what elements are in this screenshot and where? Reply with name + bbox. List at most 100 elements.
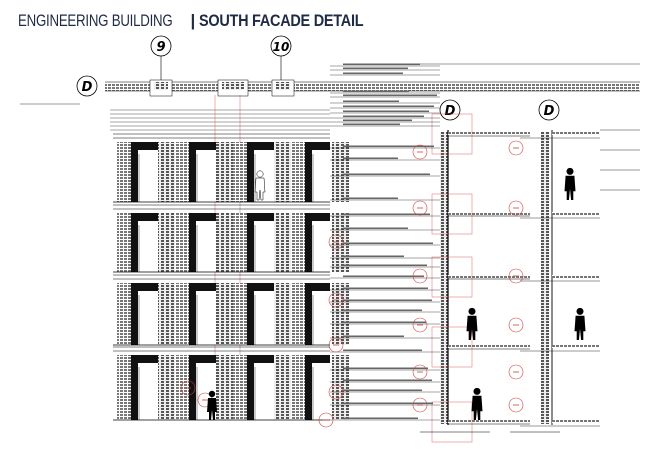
annotation-text <box>343 389 422 392</box>
plan-column-hatch <box>276 82 290 90</box>
annotation-text <box>343 94 437 97</box>
window-opening <box>254 363 274 420</box>
pier <box>247 283 254 345</box>
window-opening <box>138 150 158 202</box>
window-opening <box>254 221 274 272</box>
brick-panel <box>175 142 189 202</box>
detail-callout-circle <box>508 200 524 216</box>
brick-panel <box>332 142 349 202</box>
section-b-slab <box>448 275 530 278</box>
brick-panel <box>274 213 291 272</box>
annotation-text <box>343 309 422 312</box>
pier <box>247 213 254 272</box>
brick-panel <box>175 213 189 272</box>
brick-panel <box>158 283 175 345</box>
window-opening <box>312 291 332 345</box>
section-b-slab <box>448 345 530 348</box>
pier <box>189 213 196 272</box>
grid-label-d: D <box>544 104 555 119</box>
person-silhouette <box>466 307 478 340</box>
annotation-text <box>343 367 428 370</box>
detail-callout-circle <box>412 317 428 333</box>
brick-panel <box>291 355 305 420</box>
pier <box>305 142 312 202</box>
grid-bubble-d-section-c: D <box>538 99 560 121</box>
annotation-text <box>343 349 422 352</box>
detail-callout-circle <box>412 397 428 413</box>
annotation-text <box>343 299 432 302</box>
annotation-text <box>343 321 426 324</box>
pier <box>131 142 138 202</box>
pier <box>131 213 138 272</box>
building-name: ENGINEERING BUILDING <box>18 11 173 30</box>
brick-panel <box>332 283 349 345</box>
pier <box>189 142 196 202</box>
annotation-text <box>343 67 408 70</box>
detail-callout-circle <box>318 412 334 428</box>
section-c-slab <box>552 420 600 423</box>
plan-column-hatch <box>154 82 168 90</box>
detail-callout-circle <box>328 234 344 250</box>
annotation-text <box>343 287 428 290</box>
detail-callout-circle <box>180 380 196 396</box>
brick-panel <box>216 142 233 202</box>
section-b-slab <box>448 212 530 215</box>
section-c-slab <box>552 275 600 278</box>
annotation-text <box>343 197 398 200</box>
annotation-text <box>343 275 424 278</box>
brick-panel <box>332 355 349 420</box>
annotation-text <box>343 242 433 245</box>
brick-panel <box>216 283 233 345</box>
person-silhouette <box>564 167 576 200</box>
brick-panel <box>233 213 247 272</box>
window-opening <box>312 221 332 272</box>
sheet-title: ENGINEERING BUILDING | SOUTH FACADE DETA… <box>18 11 393 31</box>
detail-callout-circle <box>328 292 344 308</box>
annotation-text <box>343 123 400 126</box>
annotation-text <box>343 119 412 122</box>
brick-panel <box>175 283 189 345</box>
detail-box <box>431 401 473 443</box>
window-opening <box>312 363 332 420</box>
detail-callout-circle <box>508 364 524 380</box>
annotation-leaders <box>330 63 440 421</box>
section-b-slab <box>448 420 530 423</box>
brick-panel <box>233 142 247 202</box>
title-separator: | <box>190 11 195 30</box>
detail-box <box>431 193 473 235</box>
plan-column-hatch <box>222 82 244 90</box>
window-opening <box>138 291 158 345</box>
annotation-text <box>343 213 430 216</box>
person-silhouette <box>574 307 586 340</box>
window-opening <box>312 150 332 202</box>
annotation-text <box>343 157 398 160</box>
annotation-text <box>343 72 403 75</box>
plan-section <box>20 63 640 420</box>
brick-panel <box>158 355 175 420</box>
section-c-wall <box>541 132 549 424</box>
brick-panel <box>175 355 189 420</box>
grid-bubble-9: 9 <box>150 35 172 80</box>
grid-bubble-d-plan: D <box>76 75 98 97</box>
detail-callout-circle <box>508 397 524 413</box>
annotation-text <box>343 402 433 405</box>
person-silhouette <box>471 387 483 420</box>
brick-panel <box>274 355 291 420</box>
detail-callout-circle <box>412 364 428 380</box>
brick-panel <box>274 142 291 202</box>
section-b <box>420 113 530 443</box>
brick-panel <box>291 283 305 345</box>
annotation-text <box>343 379 432 382</box>
pier <box>247 142 254 202</box>
annotation-text <box>343 145 434 148</box>
brick-panel <box>216 213 233 272</box>
sheet-name: SOUTH FACADE DETAIL <box>199 11 364 30</box>
section-c-slab <box>552 345 600 348</box>
pier <box>189 355 196 420</box>
section-b-wall <box>440 132 448 424</box>
annotation-text <box>343 264 427 267</box>
detail-callouts <box>180 140 524 428</box>
section-c-slab <box>552 212 600 215</box>
detail-box <box>431 113 473 155</box>
